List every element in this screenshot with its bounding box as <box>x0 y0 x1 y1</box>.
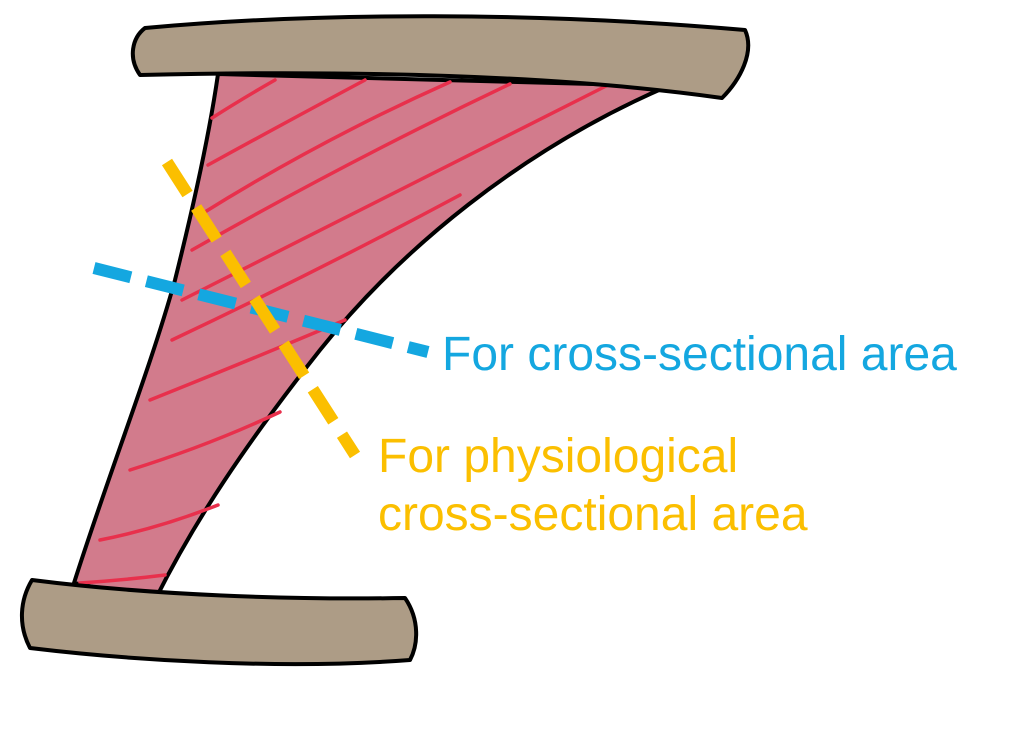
muscle-fiber <box>128 410 282 472</box>
muscle-fiber <box>98 503 220 542</box>
muscle-belly <box>72 72 670 602</box>
csa-label-text: For cross-sectional area <box>442 328 957 381</box>
muscle-fiber <box>198 80 452 217</box>
muscle-fiber <box>206 78 367 167</box>
physiological-cross-sectional-line <box>161 158 361 459</box>
muscle-fiber <box>78 573 167 585</box>
physiological-cross-sectional-area-label: For physiological cross-sectional area <box>378 428 808 544</box>
muscle-fiber <box>170 193 462 342</box>
lower-bone <box>19 578 419 667</box>
muscle-fiber <box>210 78 277 120</box>
pcsa-label-line1: For physiological <box>378 430 739 483</box>
pcsa-label-line2: cross-sectional area <box>378 488 808 541</box>
upper-bone <box>130 14 751 100</box>
cross-sectional-area-label: For cross-sectional area <box>442 326 957 384</box>
muscle-fiber <box>190 82 512 252</box>
